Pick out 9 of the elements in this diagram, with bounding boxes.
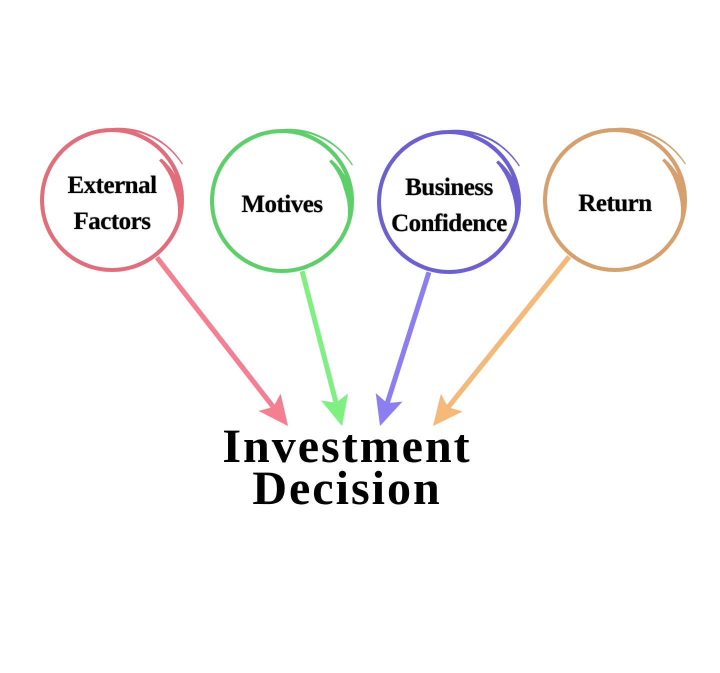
node-text: Business Confidence (391, 173, 507, 239)
node-text: Motives (241, 190, 323, 220)
arrow (431, 255, 572, 428)
arrow (300, 270, 348, 427)
node-text: Return (578, 189, 652, 219)
arrow (154, 256, 290, 428)
node-text: External Factors (67, 171, 157, 237)
arrow (376, 271, 432, 427)
heading-text: Investment Decision (222, 426, 472, 510)
